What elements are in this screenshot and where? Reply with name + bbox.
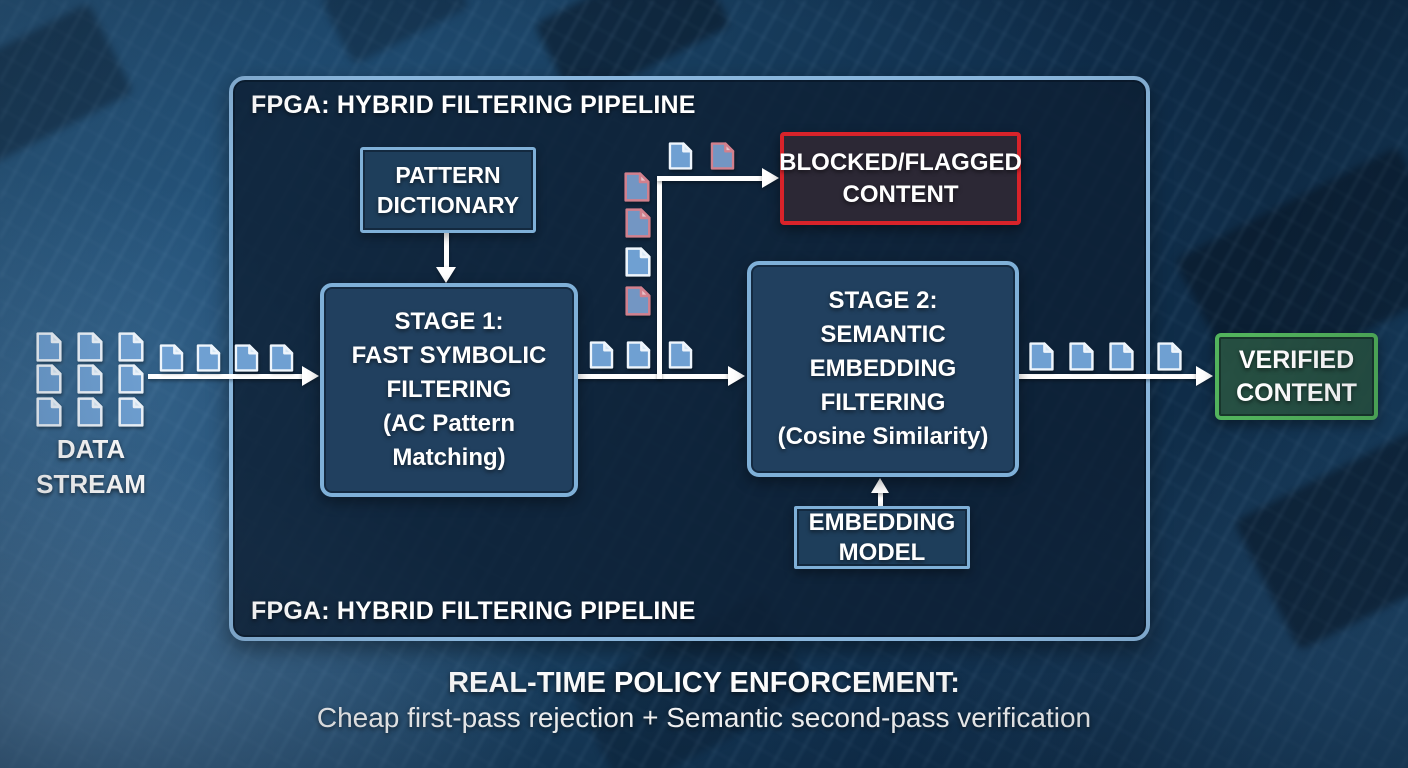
- caption-title: REAL-TIME POLICY ENFORCEMENT:: [0, 667, 1408, 700]
- stage2-label: STAGE 2: SEMANTIC EMBEDDING FILTERING (C…: [778, 284, 989, 454]
- arrowhead-into-stage1-top: [436, 267, 456, 283]
- arrowhead-into-blocked: [762, 168, 779, 188]
- embedding-model-label: EMBEDDING MODEL: [809, 508, 956, 568]
- pattern-dictionary-arrow-line: [444, 233, 449, 271]
- data-stream-label: DATA STREAM: [18, 432, 164, 502]
- embedding-model-node: EMBEDDING MODEL: [794, 506, 970, 569]
- arrowhead-into-stage2: [728, 366, 745, 386]
- blocked-content-label: BLOCKED/FLAGGED CONTENT: [779, 147, 1022, 211]
- pattern-dictionary-node: PATTERN DICTIONARY: [360, 147, 536, 233]
- flow-line-stage1-to-stage2: [578, 374, 728, 379]
- verified-content-label: VERIFIED CONTENT: [1236, 344, 1357, 410]
- branch-line-vertical: [657, 176, 662, 379]
- arrowhead-into-stage1: [302, 366, 319, 386]
- caption-subtitle: Cheap first-pass rejection + Semantic se…: [0, 702, 1408, 734]
- stage2-node: STAGE 2: SEMANTIC EMBEDDING FILTERING (C…: [747, 261, 1019, 477]
- flow-line-stage2-to-verified: [1019, 374, 1197, 379]
- stage1-node: STAGE 1: FAST SYMBOLIC FILTERING (AC Pat…: [320, 283, 578, 497]
- arrowhead-into-verified: [1196, 366, 1213, 386]
- arrowhead-into-stage2-bottom: [871, 478, 889, 493]
- embedding-model-arrow-line: [878, 491, 883, 506]
- pattern-dictionary-label: PATTERN DICTIONARY: [377, 160, 519, 220]
- blocked-content-node: BLOCKED/FLAGGED CONTENT: [779, 132, 1022, 225]
- fpga-label-top: FPGA: HYBRID FILTERING PIPELINE: [251, 91, 696, 120]
- fpga-label-bottom: FPGA: HYBRID FILTERING PIPELINE: [251, 597, 696, 626]
- stage1-label: STAGE 1: FAST SYMBOLIC FILTERING (AC Pat…: [352, 305, 547, 475]
- branch-line-horizontal: [657, 176, 763, 181]
- flow-line-input: [148, 374, 304, 379]
- verified-content-node: VERIFIED CONTENT: [1215, 333, 1378, 420]
